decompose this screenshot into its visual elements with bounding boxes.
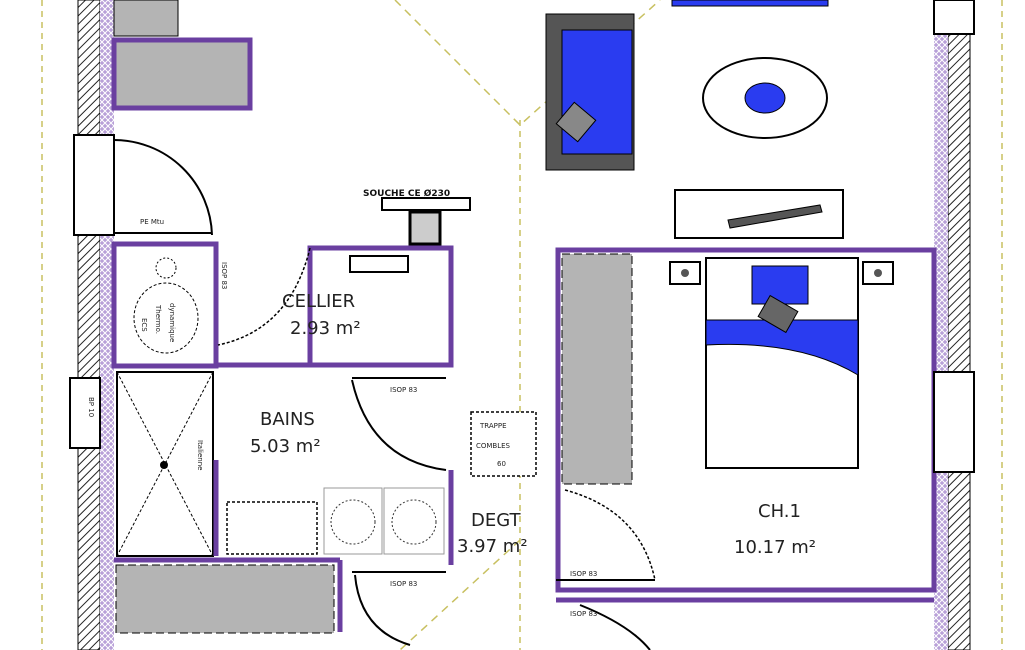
coffee-table	[744, 82, 786, 114]
cellier-door-swing	[217, 247, 311, 346]
attic-hatch	[470, 411, 537, 477]
sideboard	[674, 189, 844, 239]
exterior-wall-right	[947, 0, 971, 650]
room-area-bains: 5.03 m²	[250, 436, 321, 457]
insulation-right	[934, 0, 948, 650]
room-name-cellier: CELLIER	[282, 291, 355, 312]
ecs-label: dynamique	[168, 303, 176, 342]
storage-block-top	[113, 0, 179, 37]
exterior-wall-left	[77, 0, 101, 650]
window-top-right	[933, 0, 975, 35]
door-label: ISOP 83	[570, 610, 597, 618]
pe-label: PE Mtu	[140, 218, 164, 226]
room-name-degt: DEGT	[471, 510, 522, 531]
room-name-bains: BAINS	[260, 409, 315, 430]
storage-block	[111, 37, 253, 111]
bains-door-swing	[351, 379, 447, 471]
room-area-degt: 3.97 m²	[457, 536, 528, 557]
dryer	[383, 487, 445, 555]
door-label: ISOP 83	[390, 386, 417, 394]
washing-machine	[323, 487, 383, 555]
room-area-cellier: 2.93 m²	[290, 318, 361, 339]
bath-storage	[115, 564, 335, 634]
window-bp	[69, 377, 101, 449]
ch1-door-swing	[564, 489, 656, 581]
door-label: ISOP 83	[220, 262, 228, 289]
shower-label: Italienne	[196, 440, 204, 470]
hatch-label: TRAPPE	[479, 422, 507, 430]
hatch-label: 60	[497, 460, 506, 468]
ecs-label: Thermo.	[154, 304, 162, 334]
water-heater	[133, 282, 199, 354]
wardrobe	[561, 253, 633, 485]
vanity	[226, 501, 318, 555]
room-name-ch1: CH.1	[758, 501, 801, 522]
room-area-ch1: 10.17 m²	[734, 537, 816, 558]
souche-label: SOUCHE CE Ø230	[363, 188, 450, 199]
door-label: ISOP 83	[570, 570, 597, 578]
entry-door-swing	[113, 139, 213, 236]
tv-unit	[671, 0, 829, 7]
entry-door-frame	[73, 134, 115, 236]
ecs-label: ECS	[140, 318, 148, 332]
window-label: BP 10	[87, 397, 95, 417]
hatch-label: COMBLES	[476, 442, 511, 450]
door-label: ISOP 83	[390, 580, 417, 588]
window-ch1	[933, 371, 975, 473]
chimney-flue	[408, 210, 442, 246]
